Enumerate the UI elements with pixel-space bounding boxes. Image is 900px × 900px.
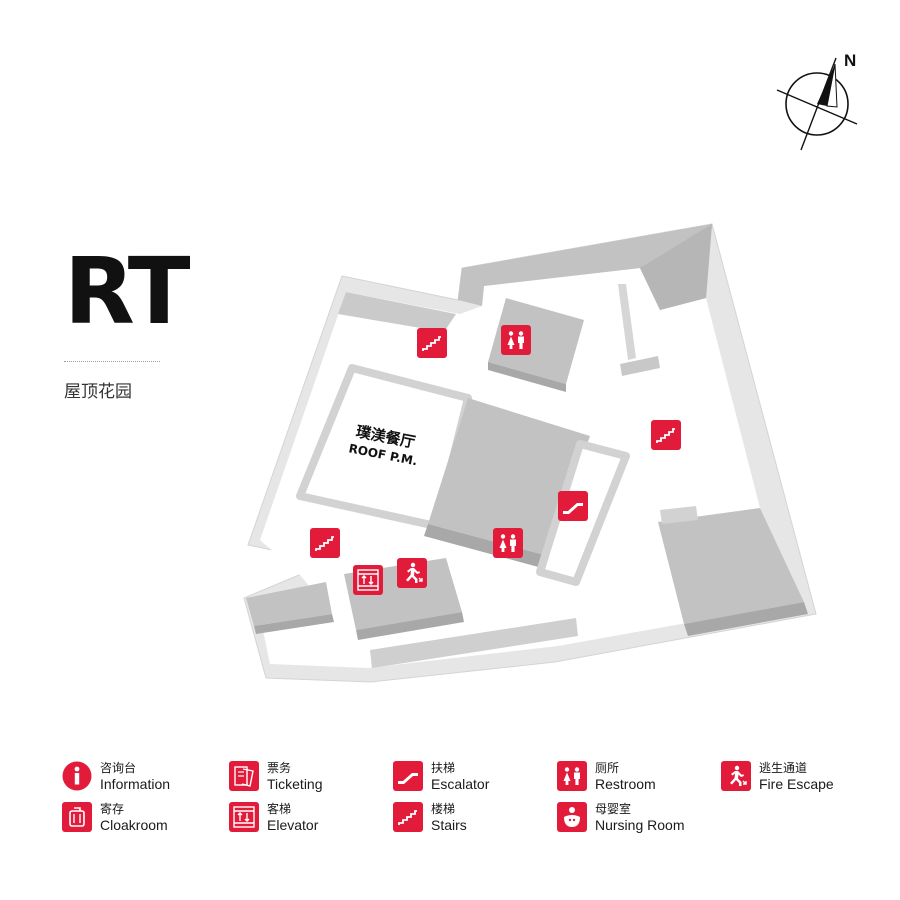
wall-north-west [338, 292, 456, 332]
legend-label-zh: 逃生通道 [759, 761, 808, 775]
legend-label-en: Fire Escape [759, 776, 834, 792]
legend-label-zh: 寄存 [100, 802, 125, 816]
information-icon [62, 761, 92, 791]
wall-south [370, 618, 578, 668]
restroom-icon [557, 761, 587, 791]
elevator-icon [229, 802, 259, 832]
escalator-icon [393, 761, 423, 791]
legend-label-zh: 票务 [267, 761, 292, 775]
floor-code: RT [64, 238, 190, 345]
legend-label-zh: 咨询台 [100, 761, 137, 775]
legend-label-zh: 厕所 [595, 761, 620, 775]
legend-label-zh: 扶梯 [431, 761, 456, 775]
restroom-icon[interactable] [493, 528, 523, 558]
stairs-icon [393, 802, 423, 832]
escalator-icon[interactable] [558, 491, 588, 521]
legend-label-en: Stairs [431, 817, 467, 833]
legend-label-en: Ticketing [267, 776, 323, 792]
floor-name: 屋顶花园 [64, 382, 132, 402]
compass: N [776, 51, 858, 151]
north-label: N [844, 51, 856, 70]
restroom-icon[interactable] [501, 325, 531, 355]
legend-label-zh: 楼梯 [431, 802, 456, 816]
fire-escape-icon[interactable] [397, 558, 427, 588]
legend-label-en: Nursing Room [595, 817, 685, 833]
block-north-wall [458, 224, 712, 310]
block-south-east [658, 508, 804, 624]
block-south-west [246, 582, 332, 626]
legend-label-en: Cloakroom [100, 817, 168, 833]
legend-label-en: Restroom [595, 776, 656, 792]
cloakroom-icon [62, 802, 92, 832]
legend-label-zh: 母婴室 [595, 802, 632, 816]
north-arrow-icon [817, 64, 835, 106]
stairs-icon[interactable] [651, 420, 681, 450]
block-restroom-north [488, 298, 584, 384]
building-footprint [243, 223, 817, 683]
compass-ring [785, 72, 849, 136]
ticketing-icon [229, 761, 259, 791]
fire-escape-icon [721, 761, 751, 791]
block-central [428, 398, 590, 556]
elevator-icon[interactable] [353, 565, 383, 595]
legend-label-en: Information [100, 776, 171, 792]
legend-label-en: Elevator [267, 817, 319, 833]
legend-label-en: Escalator [431, 776, 490, 792]
stairs-icon[interactable] [417, 328, 447, 358]
title-divider [64, 361, 160, 362]
nursing-room-icon [557, 802, 587, 832]
legend-label-zh: 客梯 [267, 802, 292, 816]
partition-north [618, 284, 636, 360]
stairs-icon[interactable] [310, 528, 340, 558]
